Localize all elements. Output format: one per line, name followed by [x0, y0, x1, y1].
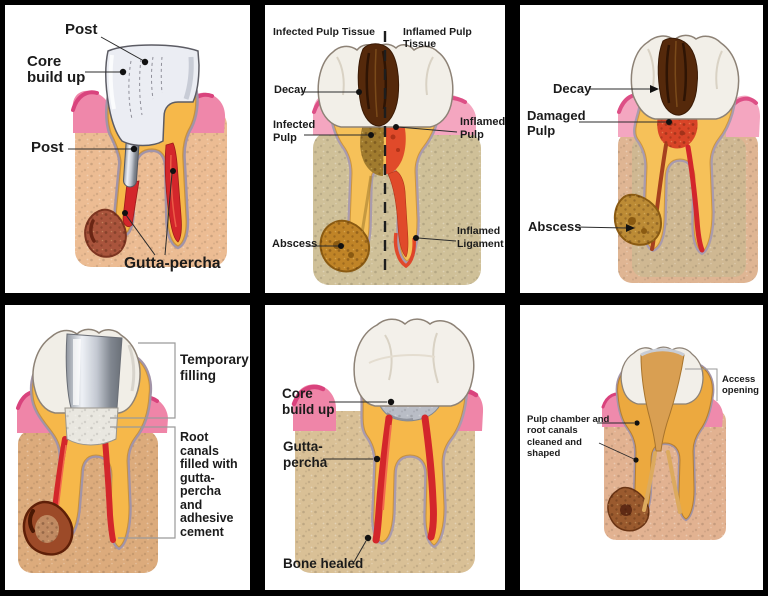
label-inflamed-ligament: Inflamed Ligament [457, 225, 504, 250]
cleaned-pulp-chamber [640, 348, 685, 514]
label-dots [119, 58, 176, 216]
label-inflamed-pulp: Inflamed Pulp [460, 116, 506, 141]
leader-lines [323, 401, 387, 563]
tooth-illustration-damaged-pulp [575, 34, 760, 283]
panel-temporary-filling: Temporary filling Root canals filled wit… [5, 305, 250, 590]
leader-lines [68, 36, 173, 256]
label-post-top: Post [65, 21, 98, 38]
label-decay: Decay [274, 84, 307, 96]
gutta-percha-canals [372, 414, 437, 544]
panel-cleaned-shaped: Access opening Pulp chamber and root can… [520, 305, 763, 590]
decay-region [357, 43, 400, 127]
panel-post-core: Post Core build up Post Gutta-percha [5, 5, 250, 293]
abscess-region [607, 486, 650, 532]
tooth-illustration-core-build-up [291, 318, 484, 573]
panel-infected-inflamed: Infected Pulp Tissue Inflamed Pulp Tissu… [265, 5, 505, 293]
label-dots [633, 420, 640, 463]
tooth-illustration-cleaned-shaped [597, 346, 726, 540]
decay-region [657, 37, 698, 116]
label-infected-pulp: Infected Pulp [273, 119, 316, 144]
label-abscess: Abscess [528, 219, 582, 234]
label-decay: Decay [553, 81, 592, 96]
label-core-build-up: Core build up [282, 386, 335, 417]
label-access-opening: Access opening [722, 374, 759, 396]
inflamed-pulp-region [386, 124, 409, 258]
label-gutta-percha: Gutta-percha [124, 255, 221, 272]
abscess-region [22, 500, 74, 556]
crown-core-buildup [105, 44, 200, 147]
label-markers [626, 85, 672, 232]
abscess-region [613, 193, 662, 246]
infected-pulp-region [360, 125, 384, 234]
leader-lines [597, 422, 635, 460]
tooth-illustration-post-core [68, 36, 227, 267]
label-temporary-filling: Temporary filling [180, 352, 249, 383]
label-post-side: Post [31, 139, 64, 156]
label-abscess: Abscess [272, 238, 318, 250]
label-core-build-up: Core build up [27, 53, 86, 86]
inflamed-ligament-region [393, 232, 416, 269]
tooth-illustration-temporary-filling [16, 328, 176, 573]
crown-enamel [353, 318, 475, 407]
tooth-illustration-infected-inflamed [301, 31, 481, 285]
panel-damaged-pulp: Decay Damaged Pulp Abscess [520, 5, 763, 293]
label-dots [338, 89, 419, 249]
temporary-filling-material [64, 333, 123, 446]
abscess-region [319, 219, 371, 273]
label-gutta-percha: Gutta- percha [283, 439, 328, 470]
label-header-inflamed: Inflamed Pulp Tissue [403, 26, 472, 50]
label-bone-healed: Bone healed [283, 556, 364, 571]
leader-lines [575, 88, 667, 229]
label-pulp-chamber-cleaned: Pulp chamber and root canals cleaned and… [527, 414, 610, 459]
label-root-canals-filled: Root canals filled with gutta- percha an… [180, 430, 238, 539]
label-damaged-pulp: Damaged Pulp [527, 108, 586, 138]
bracket-lines [685, 368, 718, 401]
panel-core-build-up: Core build up Gutta- percha Bone healed [265, 305, 505, 590]
bracket-lines [110, 342, 176, 539]
label-dots [364, 398, 395, 542]
abscess-region [84, 208, 127, 258]
leader-lines [301, 91, 458, 247]
label-header-infected: Infected Pulp Tissue [273, 26, 375, 38]
